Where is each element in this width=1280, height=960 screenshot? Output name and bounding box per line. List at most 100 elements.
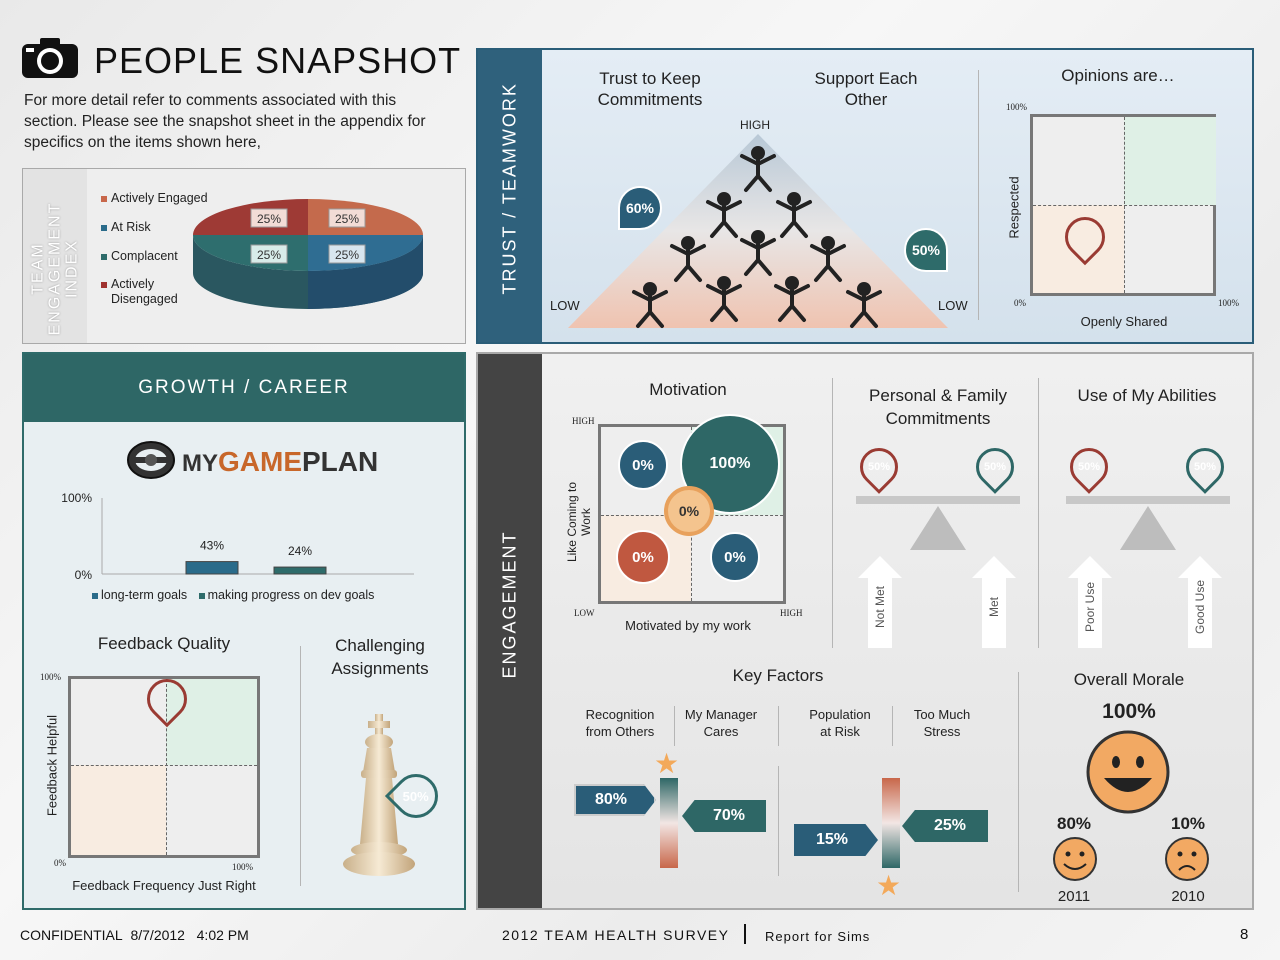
y-tick-max: 100% [61,491,92,505]
personal-arrow-right: Met [972,556,1016,648]
svg-text:25%: 25% [335,212,359,226]
quad-top-right [166,679,257,765]
feedback-quadrant [68,670,260,858]
feedback-y-label: Feedback Helpful [44,714,60,817]
tei-legend: Actively Engaged At Risk Complacent Acti… [101,191,211,307]
morale-2011-value: 80% [1056,814,1092,833]
trust-col1-heading: Trust to Keep Commitments [597,69,703,109]
trust-divider [978,70,979,320]
pie-slice-label: 25% [328,244,366,264]
steering-wheel-icon [127,441,175,479]
opinions-title: Opinions are… [1061,66,1175,85]
quad-bottom-left [1033,205,1124,293]
footer-confidential: CONFIDENTIAL 8/7/2012 4:02 PM [20,927,249,943]
abilities-pin-left: 50% [1062,440,1116,494]
svg-text:25%: 25% [257,248,281,262]
opinions-origin: 0% [1014,298,1026,308]
page-number: 8 [1240,926,1249,943]
personal-title: Personal & Family Commitments [869,386,1007,428]
trust-low-right-label: LOW [938,298,968,313]
challenging-title: Challenging Assignments [331,636,429,678]
kf-gauge-bar [882,778,900,868]
pie-slice-label: 25% [250,208,288,228]
eng-divider-2 [1038,378,1039,648]
motivation-y-label: Like Coming to Work [565,481,593,563]
morale-2011-label: 2011 [1057,888,1091,905]
legend-swatch [101,196,107,202]
pie-slice-label: 25% [328,208,366,228]
quad-bottom-left [71,765,166,855]
feedback-x-max: 100% [232,862,253,872]
motivation-high-x: HIGH [780,608,803,618]
motivation-x-label: Motivated by my work [625,618,751,633]
kf-head-divider [778,706,779,746]
footer-report: Report for Sims [765,929,871,944]
trust-pin-right: 50% [904,228,948,272]
trust-low-left-label: LOW [550,298,580,313]
person-icon [772,276,812,327]
personal-seesaw [856,496,1020,550]
opinions-y-max: 100% [1006,102,1027,112]
camera-icon [22,36,78,78]
engagement-label: ENGAGEMENT [499,530,520,679]
growth-career-panel: GROWTH / CAREER MYGAMEPLAN 100% 0% 43% 24… [22,352,466,910]
footer-separator [744,924,746,944]
people-group [568,134,948,328]
quad-top-right [1124,117,1216,205]
bar [185,561,239,575]
team-engagement-panel: TEAM ENGAGEMENT INDEX Actively Engaged A… [22,168,466,344]
quad-v-divider [166,679,167,855]
morale-title: Overall Morale [1073,670,1185,689]
legend-item: Actively Disengaged [101,277,211,307]
growth-header: GROWTH / CAREER [24,354,464,422]
person-icon [630,282,670,333]
tei-label-band: TEAM ENGAGEMENT INDEX [23,169,87,343]
feedback-origin: 0% [54,858,66,868]
person-icon [668,236,708,287]
svg-text:25%: 25% [257,212,281,226]
chess-king-icon [343,714,415,876]
bar-value-label: 43% [200,539,224,553]
smiley-happy-icon [1086,730,1170,814]
feedback-y-max: 100% [40,672,61,682]
kf-value-tag: 80% [574,784,656,816]
abilities-pin-right: 50% [1178,440,1232,494]
mygameplan-logo: MYGAMEPLAN [126,438,378,486]
svg-text:25%: 25% [335,248,359,262]
legend-item: At Risk [101,220,211,249]
smiley-smile-icon [1053,837,1097,881]
kf-gauge-bar [660,778,678,868]
abilities-arrow-left: Poor Use [1068,556,1112,648]
motivation-bubble: 0% [664,486,714,536]
page-title: PEOPLE SNAPSHOT [94,40,462,81]
morale-2010-value: 10% [1170,814,1206,833]
personal-pin-left: 50% [852,440,906,494]
morale-current: 100% [1102,700,1156,723]
person-icon [808,236,848,287]
engagement-panel: ENGAGEMENT Motivation HIGH LOW HIGH Like… [476,352,1254,910]
engagement-label-band: ENGAGEMENT [478,354,542,908]
kf-head-divider [892,706,893,746]
star-icon: ★ [654,748,680,779]
person-icon [738,230,778,281]
growth-legend: long-term goals making progress on dev g… [92,588,374,602]
trust-pin-left: 60% [618,186,662,230]
person-icon [704,276,744,327]
abilities-arrow-right: Good Use [1178,556,1222,648]
abilities-title: Use of My Abilities [1077,386,1217,405]
motivation-bubble: 0% [710,532,760,582]
morale-2010-label: 2010 [1171,888,1205,905]
trust-label: TRUST / TEAMWORK [499,82,520,295]
kf-divider [778,766,779,876]
abilities-seesaw [1066,496,1230,550]
growth-divider [300,646,301,886]
legend-item: Actively Engaged [101,191,211,220]
bar-value-label: 24% [288,544,312,558]
person-icon [844,282,884,333]
personal-pin-right: 50% [968,440,1022,494]
page-subtitle: For more detail refer to comments associ… [24,92,426,151]
y-tick-min: 0% [75,568,93,582]
